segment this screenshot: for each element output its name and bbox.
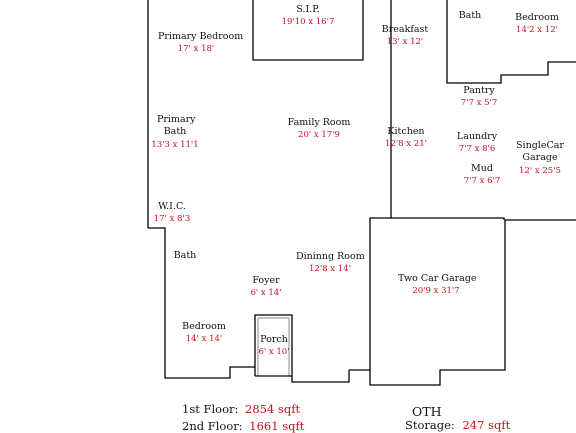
sip-room-outline (252, 0, 364, 61)
room-dimension: 12' x 25'5 (519, 165, 561, 176)
area-label: 2nd Floor: (182, 419, 243, 433)
room-bath-top: Bath (455, 11, 485, 24)
area-label: Storage: (405, 418, 455, 432)
room-sip: S.I.P. 19'10 x 16'7 (280, 5, 336, 26)
room-dimension: 13' x 12' (386, 36, 424, 47)
room-name: Primary Bath (157, 114, 196, 137)
room-name: Bedroom (515, 12, 559, 23)
room-porch: Porch 6' x 10' (257, 335, 291, 356)
room-dimension: 6' x 14' (250, 287, 282, 298)
room-breakfast: Breakfast 13' x 12' (380, 25, 430, 46)
room-name: Laundry (456, 131, 498, 142)
room-dimension: 12'8 x 21' (385, 138, 427, 149)
room-name: Foyer (252, 275, 280, 286)
room-name: Two Car Garage (398, 273, 477, 284)
room-foyer: Foyer 6' x 14' (248, 276, 284, 297)
room-name: Bath (458, 10, 482, 21)
wall (148, 227, 255, 379)
room-name: Breakfast (381, 24, 429, 35)
garage-wall (369, 219, 576, 386)
wall (391, 217, 505, 220)
room-name: Mud (471, 163, 493, 174)
room-wic: W.I.C. 17' x 8'3 (152, 202, 192, 223)
area-value: 2854 sqft (245, 402, 301, 416)
first-floor-area: 1st Floor: 2854 sqft (182, 402, 300, 416)
wall (369, 192, 392, 370)
porch-outline (254, 314, 293, 376)
room-dining-room: Dininng Room 12'8 x 14' (296, 251, 365, 274)
room-bedroom-bottom: Bedroom 14' x 14' (178, 322, 230, 343)
room-name: S.I.P. (296, 4, 320, 15)
room-dimension: 7'7 x 5'7 (460, 97, 498, 108)
room-family-room: Family Room 20' x 17'9 (287, 118, 351, 139)
area-value: 1661 sqft (249, 419, 305, 433)
room-kitchen: Kitchen 12'8 x 21' (383, 127, 429, 148)
room-dimension: 17' x 8'3 (153, 213, 191, 224)
area-value: 247 sqft (462, 418, 511, 432)
room-dimension: 14'2 x 12' (516, 24, 558, 35)
room-name: Family Room (287, 117, 351, 128)
room-two-car-garage: Two Car Garage 20'9 x 31'7 (398, 273, 477, 296)
room-laundry: Laundry 7'7 x 8'6 (455, 132, 499, 153)
room-singlecar-garage: SingleCar Garage 12' x 25'5 (512, 140, 568, 175)
wall (291, 370, 350, 383)
room-dimension: 6' x 10' (258, 346, 290, 357)
room-dimension: 17' x 18' (177, 43, 215, 54)
room-dimension: 12'8 x 14' (309, 263, 351, 274)
room-name: Bath (173, 250, 197, 261)
room-mud: Mud 7'7 x 6'7 (462, 164, 502, 185)
porch-inner-outline (257, 317, 290, 376)
room-dimension: 20'9 x 31'7 (412, 285, 460, 296)
room-name: Primary Bedroom (158, 31, 244, 42)
oth-heading: OTH (412, 404, 442, 419)
room-primary-bedroom: Primary Bedroom 17' x 18' (158, 31, 244, 54)
room-dimension: 19'10 x 16'7 (281, 16, 335, 27)
room-name: Pantry (463, 85, 495, 96)
room-dimension: 7'7 x 6'7 (463, 175, 501, 186)
room-primary-bath: Primary Bath 13'3 x 11'1 (150, 114, 200, 149)
room-dimension: 20' x 17'9 (298, 129, 340, 140)
wall (446, 0, 576, 84)
room-pantry: Pantry 7'7 x 5'7 (457, 86, 501, 107)
room-dimension: 7'7 x 8'6 (458, 143, 496, 154)
storage-area: Storage: 247 sqft (405, 418, 510, 432)
room-dimension: 14' x 14' (185, 333, 223, 344)
room-name: Bedroom (182, 321, 226, 332)
room-name: W.I.C. (158, 201, 186, 212)
room-bath-left: Bath (170, 251, 200, 264)
room-name: Dininng Room (296, 251, 365, 262)
area-label: 1st Floor: (182, 402, 239, 416)
room-name: Kitchen (387, 126, 425, 137)
room-name: SingleCar Garage (516, 140, 564, 163)
room-name: Porch (260, 334, 288, 345)
room-dimension: 13'3 x 11'1 (151, 139, 199, 150)
room-bedroom-top: Bedroom 14'2 x 12' (510, 13, 564, 34)
second-floor-area: 2nd Floor: 1661 sqft (182, 419, 304, 433)
